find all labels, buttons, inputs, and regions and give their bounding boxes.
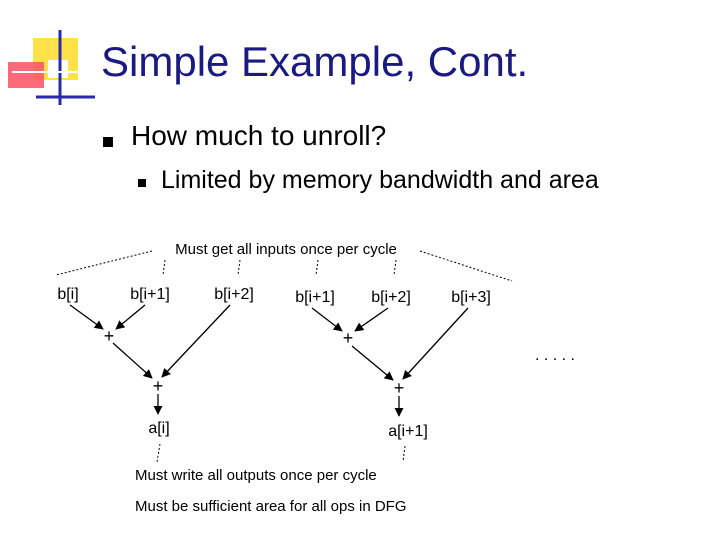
right-input-b-i-plus-3: b[i+3]: [451, 289, 491, 306]
left-input-b-i: b[i]: [57, 286, 78, 303]
area-note: Must be sufficient area for all ops in D…: [135, 498, 407, 515]
edge-b-i2-to-add2: [161, 304, 231, 378]
right-output-a-i-plus-1: a[i+1]: [388, 423, 428, 440]
bullet-square-icon: [103, 137, 113, 147]
right-adder-2: +: [394, 378, 405, 398]
edge-add1-to-add2: [112, 342, 153, 379]
edge-radd1-to-add2: [351, 345, 394, 381]
edge-rb-i2-to-add1: [354, 307, 389, 332]
right-tree-edges: [311, 307, 469, 417]
edge-b-i1-to-add1: [115, 304, 146, 330]
edge-b-i-to-add1: [69, 304, 104, 330]
input-note-guides: [55, 250, 513, 282]
bullet-how-much-unroll: How much to unroll?: [131, 120, 387, 151]
left-tree-edges: [69, 304, 231, 415]
right-input-b-i-plus-2: b[i+2]: [371, 289, 411, 306]
edge-rb-i1-to-add1: [311, 307, 343, 332]
output-note-guides: [156, 443, 406, 463]
sub-bullet-limited: Limited by memory bandwidth and area: [161, 166, 599, 194]
left-adder-1: +: [104, 326, 115, 346]
slide-title: Simple Example, Cont.: [101, 38, 529, 85]
left-input-b-i-plus-1: b[i+1]: [130, 286, 170, 303]
left-output-a-i: a[i]: [148, 420, 169, 437]
slide-logo-icon: [8, 30, 100, 105]
input-note: Must get all inputs once per cycle: [175, 241, 397, 258]
edge-rb-i3-to-add2: [402, 307, 469, 380]
right-input-b-i-plus-1: b[i+1]: [295, 289, 335, 306]
output-note: Must write all outputs once per cycle: [135, 467, 377, 484]
right-adder-1: +: [343, 328, 354, 348]
continuation-dots: . . . . .: [535, 347, 575, 364]
left-input-b-i-plus-2: b[i+2]: [214, 286, 254, 303]
sub-bullet-square-icon: [138, 179, 146, 187]
left-adder-2: +: [153, 376, 164, 396]
